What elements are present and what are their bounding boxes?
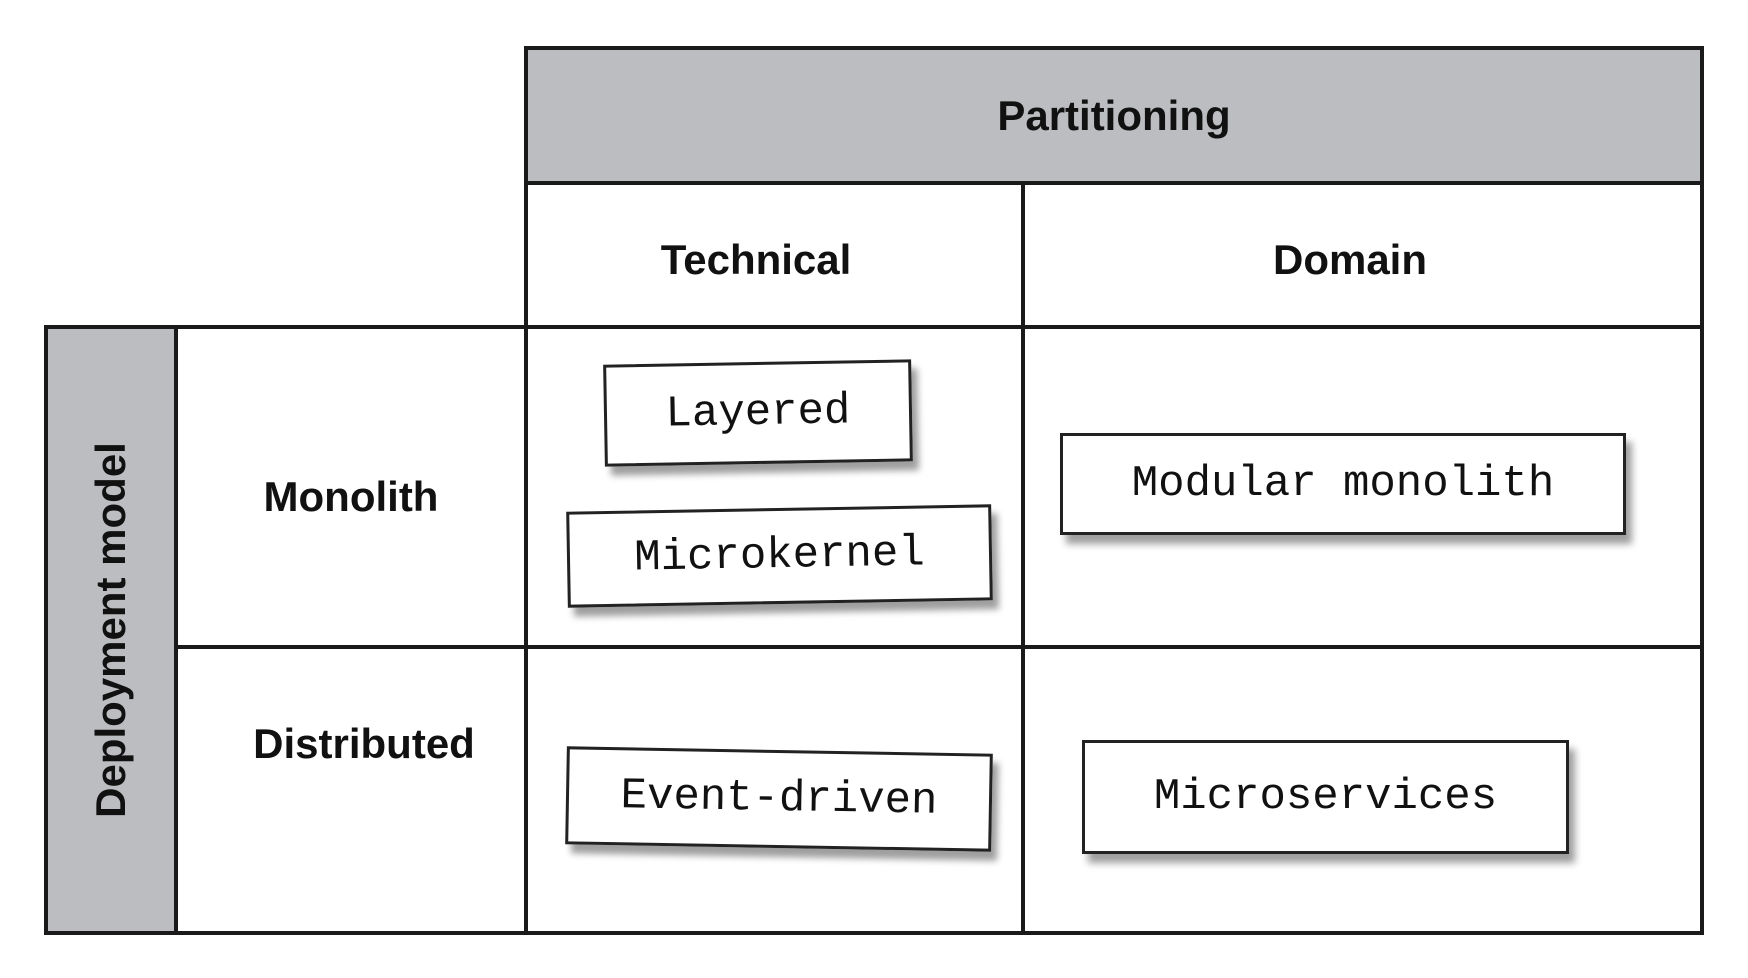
style-card-microkernel: Microkernel	[566, 504, 993, 608]
partitioning-header: Partitioning	[524, 46, 1704, 185]
column-label-technical: Technical	[660, 236, 852, 283]
grid-line-col-2	[1021, 185, 1025, 935]
grid-line-header-bottom	[524, 325, 1704, 329]
style-card-microservices: Microservices	[1082, 740, 1569, 854]
deployment-model-title: Deployment model	[87, 442, 134, 818]
grid-line-row-label-right	[174, 325, 178, 935]
grid-line-col-3	[1700, 185, 1704, 935]
style-card-modular-monolith: Modular monolith	[1060, 433, 1626, 535]
grid-line-row-divider	[174, 645, 1704, 649]
style-card-event-driven: Event-driven	[565, 746, 993, 852]
column-label-domain: Domain	[1272, 236, 1428, 283]
grid-line-bottom	[44, 931, 1704, 935]
grid-line-top-left	[44, 325, 528, 329]
partitioning-title: Partitioning	[997, 91, 1231, 139]
style-card-layered: Layered	[603, 359, 913, 467]
row-label-monolith: Monolith	[263, 473, 439, 520]
grid-line-col-1	[524, 185, 528, 935]
deployment-model-header: Deployment model	[44, 325, 178, 935]
row-label-distributed: Distributed	[253, 720, 475, 767]
